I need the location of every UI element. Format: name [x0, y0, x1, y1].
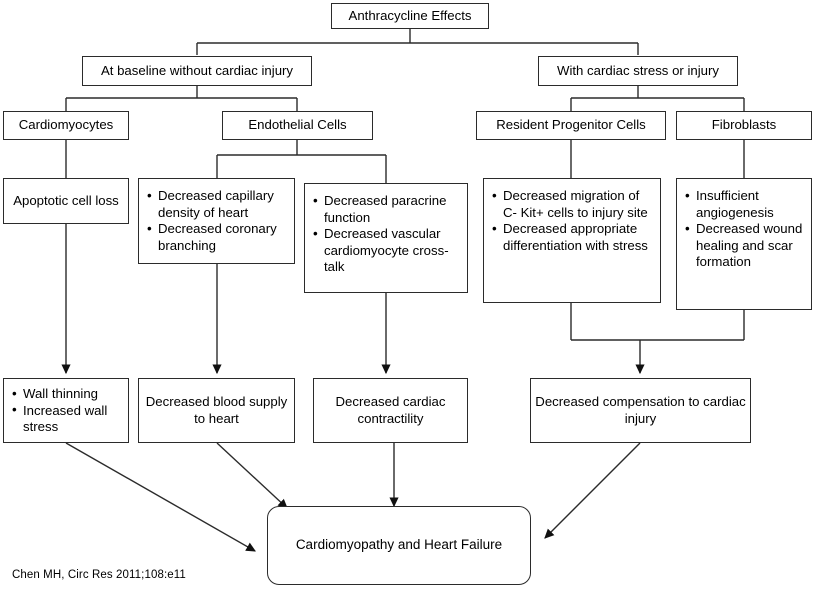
- node-decreased-blood-supply[interactable]: Decreased blood supply to heart: [138, 378, 295, 443]
- bullet-item: Decreased migration of C- Kit+ cells to …: [492, 188, 654, 221]
- node-insufficient-angiogenesis[interactable]: Insufficient angiogenesis Decreased woun…: [676, 178, 812, 310]
- node-label: Decreased compensation to cardiac injury: [535, 394, 746, 426]
- node-label: Decreased cardiac contractility: [335, 394, 446, 426]
- bullet-item: Decreased capillary density of heart: [147, 188, 288, 221]
- node-apoptotic-cell-loss[interactable]: Apoptotic cell loss: [3, 178, 129, 224]
- node-decreased-compensation[interactable]: Decreased compensation to cardiac injury: [530, 378, 751, 443]
- bullet-list: Wall thinning Increased wall stress: [12, 386, 122, 436]
- node-label: At baseline without cardiac injury: [100, 62, 294, 78]
- node-cardiomyopathy-heart-failure[interactable]: Cardiomyopathy and Heart Failure: [267, 506, 531, 585]
- node-label: Cardiomyopathy and Heart Failure: [295, 537, 503, 553]
- node-label: Anthracycline Effects: [348, 7, 472, 23]
- bullet-item: Decreased coronary branching: [147, 221, 288, 254]
- node-resident-progenitor-cells[interactable]: Resident Progenitor Cells: [476, 111, 666, 140]
- node-endothelial-cells[interactable]: Endothelial Cells: [222, 111, 373, 140]
- bullet-list: Decreased migration of C- Kit+ cells to …: [492, 188, 654, 254]
- node-capillary-density[interactable]: Decreased capillary density of heart Dec…: [138, 178, 295, 264]
- node-label: Fibroblasts: [711, 117, 777, 133]
- node-wall-thinning[interactable]: Wall thinning Increased wall stress: [3, 378, 129, 443]
- bullet-list: Insufficient angiogenesis Decreased woun…: [685, 188, 805, 271]
- bullet-item: Decreased vascular cardiomyocyte cross-t…: [313, 226, 461, 276]
- node-label: Resident Progenitor Cells: [496, 117, 646, 133]
- node-decreased-cardiac-contractility[interactable]: Decreased cardiac contractility: [313, 378, 468, 443]
- node-paracrine-function[interactable]: Decreased paracrine function Decreased v…: [304, 183, 468, 293]
- node-progenitor-migration[interactable]: Decreased migration of C- Kit+ cells to …: [483, 178, 661, 303]
- bullet-item: Insufficient angiogenesis: [685, 188, 805, 221]
- node-fibroblasts[interactable]: Fibroblasts: [676, 111, 812, 140]
- bullet-item: Wall thinning: [12, 386, 122, 403]
- node-label: Decreased blood supply to heart: [145, 394, 288, 426]
- node-at-baseline-without-cardiac-injury[interactable]: At baseline without cardiac injury: [82, 56, 312, 86]
- bullet-item: Decreased appropriate differentiation wi…: [492, 221, 654, 254]
- node-label: Endothelial Cells: [248, 117, 347, 133]
- node-cardiomyocytes[interactable]: Cardiomyocytes: [3, 111, 129, 140]
- figure-citation: Chen MH, Circ Res 2011;108:e11: [12, 569, 186, 581]
- node-anthracycline-effects[interactable]: Anthracycline Effects: [331, 3, 489, 29]
- node-label: Apoptotic cell loss: [13, 192, 119, 208]
- bullet-list: Decreased paracrine function Decreased v…: [313, 193, 461, 276]
- bullet-item: Decreased paracrine function: [313, 193, 461, 226]
- bullet-item: Decreased wound healing and scar formati…: [685, 221, 805, 271]
- node-label: Cardiomyocytes: [18, 117, 114, 133]
- bullet-list: Decreased capillary density of heart Dec…: [147, 188, 288, 254]
- node-label: With cardiac stress or injury: [557, 62, 719, 78]
- node-with-cardiac-stress-or-injury[interactable]: With cardiac stress or injury: [538, 56, 738, 86]
- bullet-item: Increased wall stress: [12, 402, 122, 436]
